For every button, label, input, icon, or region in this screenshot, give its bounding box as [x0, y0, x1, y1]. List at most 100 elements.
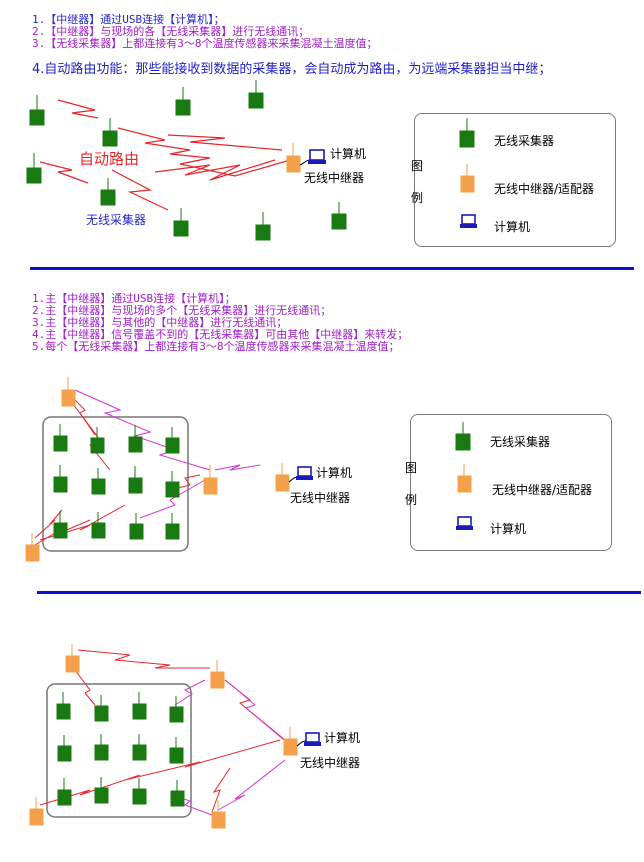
legend-computer: 计算机 — [494, 220, 531, 234]
repeater-label: 无线中继器 — [300, 755, 360, 770]
computer-legend-icon — [460, 214, 477, 228]
signal-link — [227, 681, 291, 746]
collector-node — [94, 777, 109, 804]
collector-node — [56, 692, 71, 720]
section1-notes: 1.【中继器】通过USB连接【计算机】； 2.【中继器】与现场的各【无线采集器】… — [32, 14, 378, 50]
collector-node — [26, 153, 42, 184]
repeater-node — [211, 800, 226, 829]
note-auto-route: 4.自动路由功能：那些能接收到数据的采集器，会自动成为路由，为远端采集器担当中继… — [32, 62, 552, 77]
computer-label: 计算机 — [324, 730, 360, 745]
collector-node — [248, 80, 264, 109]
section2-notes: 1.主【中继器】通过USB连接【计算机】； 2.主【中继器】与现场的多个【无线采… — [32, 293, 408, 353]
collector-node — [129, 513, 144, 540]
collector-node — [169, 737, 184, 764]
signal-link — [39, 161, 89, 184]
signal-link — [117, 127, 291, 177]
legend-title: 例 — [405, 493, 418, 507]
signal-link — [39, 739, 281, 806]
collector-legend-icon — [459, 118, 475, 148]
signal-link — [169, 474, 201, 491]
collector-node — [173, 208, 189, 237]
computer-icon — [308, 149, 326, 164]
collector-node — [128, 425, 143, 453]
note-line: 3.主【中继器】与其他的【中继器】进行无线通讯； — [32, 316, 288, 329]
repeater-node — [210, 660, 225, 689]
signal-link — [214, 464, 261, 471]
legend-panel — [414, 113, 616, 247]
network-diagram-1: 自动路由 无线采集器 计算机 无线中继器 — [26, 80, 366, 241]
signal-link — [139, 479, 206, 519]
collector-node — [255, 212, 271, 241]
collector-node — [57, 735, 72, 762]
repeater-node — [65, 644, 80, 673]
collector-node — [132, 778, 147, 805]
repeater-node — [29, 797, 44, 826]
legend-repeater: 无线中继器/适配器 — [492, 483, 593, 497]
signal-link — [224, 679, 286, 741]
signal-link — [77, 649, 210, 669]
repeater-label: 无线中继器 — [290, 490, 350, 505]
note-line: 2.【中继器】与现场的各【无线采集器】进行无线通讯； — [32, 25, 310, 38]
collector-node — [165, 513, 180, 540]
repeater-node — [286, 143, 301, 173]
note-line: 3.【无线采集器】上都连接有3～8个温度传感器来采集混凝土温度值； — [32, 37, 378, 50]
signal-link — [57, 99, 99, 119]
collector-node — [165, 427, 180, 454]
repeater-node — [203, 465, 218, 495]
legend-title: 图 — [405, 461, 418, 475]
collector-node — [57, 778, 72, 806]
computer-icon — [296, 466, 313, 480]
computer-label: 计算机 — [330, 146, 366, 161]
note-line: 2.主【中继器】与现场的多个【无线采集器】进行无线通讯； — [32, 304, 332, 317]
legend-title: 例 — [411, 191, 424, 205]
collector-node — [102, 118, 118, 147]
collector-node — [165, 471, 180, 498]
collector-legend-icon — [455, 422, 471, 451]
collector-node — [94, 734, 109, 761]
signal-link — [211, 767, 231, 813]
note-line: 4.主【中继器】信号覆盖不到的【无线采集器】可由其他【中继器】来转发； — [32, 328, 409, 341]
collector-node — [175, 87, 191, 116]
legend-icons-1 — [459, 118, 477, 228]
legend-computer: 计算机 — [490, 522, 527, 536]
note-line: 1.【中继器】通过USB连接【计算机】； — [32, 13, 225, 26]
legend-repeater: 无线中继器/适配器 — [494, 182, 595, 196]
repeater-legend-icon — [460, 164, 475, 193]
legend-title: 图 — [411, 159, 424, 173]
section-divider — [30, 267, 634, 270]
note-line: 5.每个【无线采集器】上都连接有3～8个温度传感器来采集混凝土温度值； — [32, 340, 400, 353]
computer-icon — [304, 732, 321, 746]
computer-label: 计算机 — [316, 465, 352, 480]
repeater-legend-icon — [457, 464, 472, 493]
collector-node — [91, 468, 106, 495]
collector-node — [91, 512, 106, 539]
collector-node — [53, 511, 68, 539]
repeater-label: 无线中继器 — [304, 170, 364, 185]
collector-node — [53, 424, 68, 452]
signal-link — [74, 669, 96, 706]
collector-node — [132, 734, 147, 761]
repeater-node — [275, 463, 290, 492]
collector-node — [53, 465, 68, 493]
signal-link — [154, 159, 276, 181]
signal-link — [217, 759, 286, 811]
signal-link — [34, 509, 63, 539]
collector-node — [128, 466, 143, 494]
legend-panel — [410, 414, 612, 551]
section-divider — [37, 591, 641, 594]
collector-grid — [53, 424, 180, 540]
collector-node — [29, 95, 45, 126]
repeater-node — [283, 727, 298, 756]
computer-legend-icon — [456, 516, 473, 530]
site-area — [46, 683, 192, 818]
repeater-node — [25, 533, 40, 562]
signal-link — [167, 134, 283, 151]
signal-link — [174, 679, 206, 706]
collector-node — [170, 780, 185, 807]
collector-label: 无线采集器 — [86, 212, 146, 227]
collector-node — [90, 427, 105, 454]
collector-node — [94, 695, 109, 722]
